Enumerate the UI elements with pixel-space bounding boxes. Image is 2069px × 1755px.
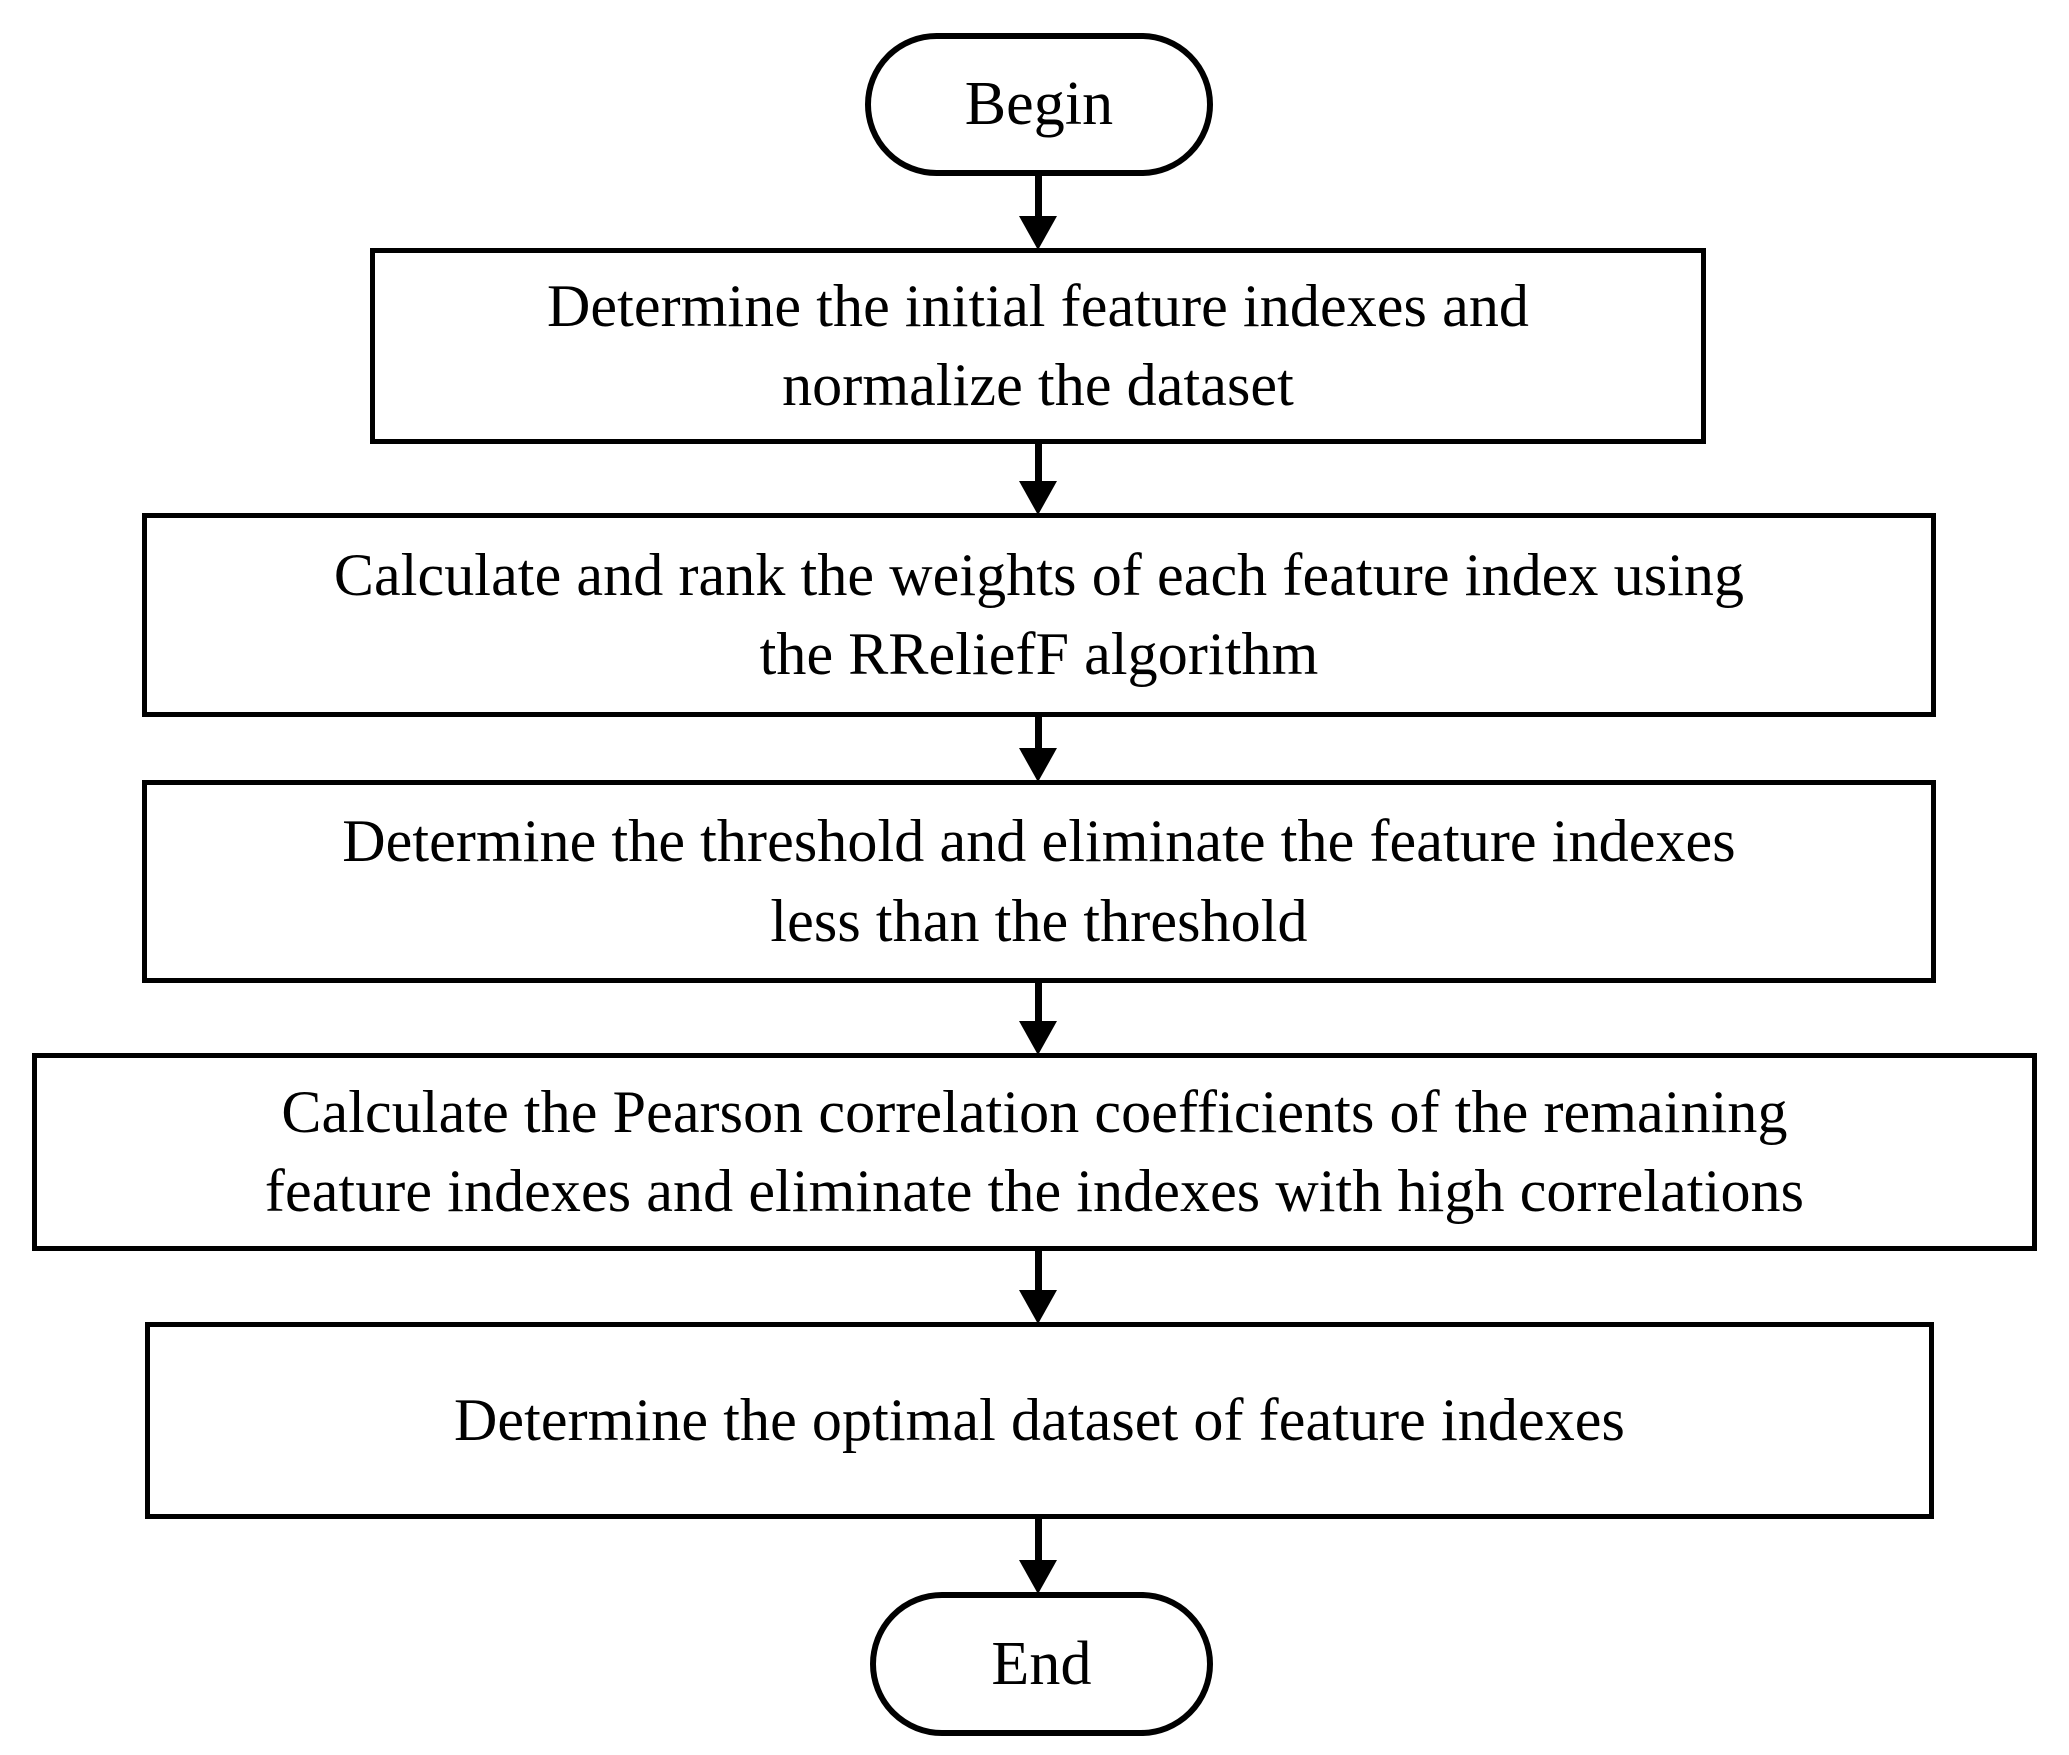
arrow-step3-to-step4 [1003,982,1073,1055]
flow-node-step3-label: Determine the threshold and eliminate th… [342,808,1736,954]
arrow-head-down-icon [1019,1560,1057,1594]
arrow-begin-to-step1 [1003,176,1073,250]
arrow-step2-to-step3 [1003,716,1073,782]
arrow-step4-to-step5 [1003,1250,1073,1324]
flow-node-begin-label: Begin [964,70,1114,139]
arrow-head-down-icon [1019,481,1057,515]
arrow-head-down-icon [1019,216,1057,250]
flow-node-begin[interactable]: Begin [865,33,1213,176]
arrow-shaft [1035,443,1042,483]
flow-node-step4[interactable]: Calculate the Pearson correlation coeffi… [32,1053,2037,1251]
flow-node-step5-label: Determine the optimal dataset of feature… [454,1386,1625,1453]
arrow-shaft [1035,716,1042,750]
flow-node-end[interactable]: End [870,1592,1213,1736]
flow-node-step4-label: Calculate the Pearson correlation coeffi… [264,1078,1805,1224]
arrow-shaft [1035,982,1042,1023]
arrow-step5-to-end [1003,1518,1073,1594]
flow-node-step1[interactable]: Determine the initial feature indexes an… [370,248,1706,444]
flow-node-step1-label: Determine the initial feature indexes an… [546,272,1530,418]
arrow-shaft [1035,176,1042,218]
arrow-head-down-icon [1019,748,1057,782]
arrow-step1-to-step2 [1003,443,1073,515]
flow-node-end-label: End [991,1629,1092,1698]
flow-node-step2[interactable]: Calculate and rank the weights of each f… [142,513,1936,717]
arrow-shaft [1035,1250,1042,1292]
arrow-head-down-icon [1019,1021,1057,1055]
flow-node-step5[interactable]: Determine the optimal dataset of feature… [145,1322,1934,1519]
flow-node-step3[interactable]: Determine the threshold and eliminate th… [142,780,1936,983]
arrow-head-down-icon [1019,1290,1057,1324]
flow-node-step2-label: Calculate and rank the weights of each f… [333,541,1745,687]
arrow-shaft [1035,1518,1042,1562]
